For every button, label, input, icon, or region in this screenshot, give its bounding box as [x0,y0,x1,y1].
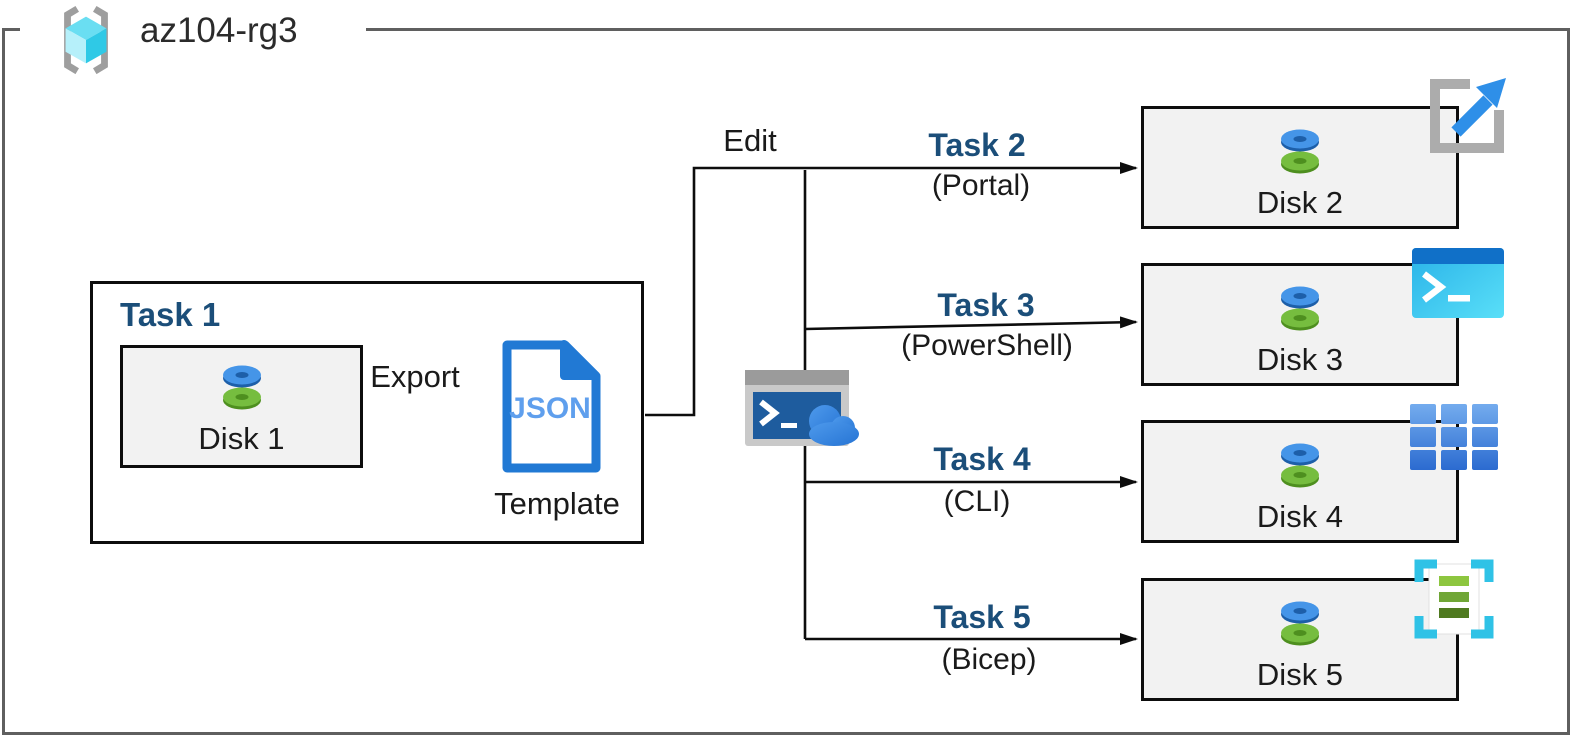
disk5-box: Disk 5 [1141,578,1459,701]
task4-method: (CLI) [943,485,1011,518]
managed-disk-icon [1272,281,1328,338]
task2-method: (Portal) [931,169,1031,202]
disk1-box: Disk 1 [120,345,363,468]
disk5-label: Disk 5 [1256,657,1344,692]
managed-disk-icon [1272,124,1328,181]
resource-group-boundary [2,28,1570,735]
edit-label: Edit [723,123,777,158]
bicep-template-icon [1412,557,1496,641]
task2-title: Task 2 [928,127,1026,163]
disk4-box: Disk 4 [1141,420,1459,543]
powershell-icon [1412,248,1504,318]
resource-group-icon [50,3,122,79]
task3-method: (PowerShell) [901,329,1073,362]
task5-title: Task 5 [933,599,1031,635]
task4-title: Task 4 [933,441,1031,477]
resource-group-name: az104-rg3 [140,11,298,50]
disk1-label: Disk 1 [198,421,285,456]
azure-cli-icon [1410,404,1498,470]
border-gap [20,25,366,34]
disk3-box: Disk 3 [1141,263,1459,386]
json-doc-text: JSON [509,392,591,425]
managed-disk-icon [214,360,270,417]
export-label: Export [370,359,460,394]
managed-disk-icon [1272,438,1328,495]
json-template-icon: JSON [495,338,608,475]
disk4-label: Disk 4 [1256,499,1344,534]
cloud-shell-icon [743,364,863,450]
task1-title: Task 1 [120,296,221,333]
task5-method: (Bicep) [941,643,1037,676]
disk3-label: Disk 3 [1256,342,1344,377]
disk2-label: Disk 2 [1256,185,1344,220]
task3-title: Task 3 [937,287,1035,323]
template-label: Template [494,486,620,521]
disk2-box: Disk 2 [1141,106,1459,229]
managed-disk-icon [1272,596,1328,653]
azure-portal-icon [1416,70,1512,158]
